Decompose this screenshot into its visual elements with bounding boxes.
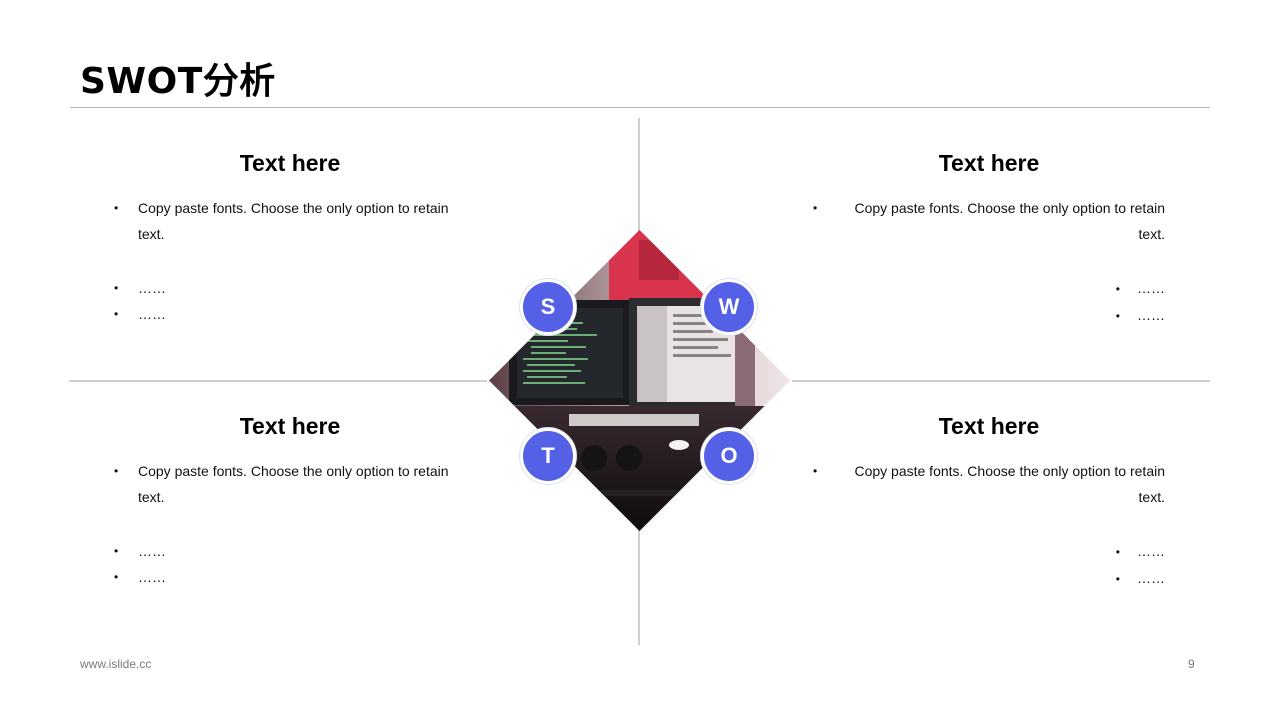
strengths-bullet-3: ……: [114, 301, 466, 327]
title-divider: [70, 107, 1210, 108]
threats-bullet-1: Copy paste fonts. Choose the only option…: [114, 458, 466, 510]
desk-monitors-image: [489, 230, 790, 531]
strengths-bullet-list: Copy paste fonts. Choose the only option…: [114, 195, 466, 327]
weaknesses-bullet-2: •……: [813, 275, 1165, 302]
opportunities-bullet-2: •……: [813, 538, 1165, 565]
page-number: 9: [1188, 657, 1195, 671]
footer-url: www.islide.cc: [80, 657, 151, 671]
opportunities-bullet-list: •Copy paste fonts. Choose the only optio…: [813, 458, 1165, 592]
strengths-heading: Text here: [180, 149, 400, 177]
opportunities-badge: O: [701, 428, 757, 484]
threats-bullet-list: Copy paste fonts. Choose the only option…: [114, 458, 466, 590]
weaknesses-bullet-list: •Copy paste fonts. Choose the only optio…: [813, 195, 1165, 329]
center-diamond-photo: [489, 230, 790, 531]
slide-title: SWOT分析: [80, 60, 276, 104]
horizontal-divider-left: [69, 380, 487, 382]
opportunities-bullet-3: •……: [813, 565, 1165, 592]
threats-heading: Text here: [180, 412, 400, 440]
weaknesses-bullet-1: •Copy paste fonts. Choose the only optio…: [813, 195, 1165, 247]
strengths-bullet-1: Copy paste fonts. Choose the only option…: [114, 195, 466, 247]
threats-badge: T: [520, 428, 576, 484]
strengths-badge: S: [520, 279, 576, 335]
threats-bullet-3: ……: [114, 564, 466, 590]
opportunities-heading: Text here: [879, 412, 1099, 440]
threats-bullet-2: ……: [114, 538, 466, 564]
opportunities-bullet-1: •Copy paste fonts. Choose the only optio…: [813, 458, 1165, 510]
strengths-bullet-2: ……: [114, 275, 466, 301]
weaknesses-heading: Text here: [879, 149, 1099, 177]
horizontal-divider-right: [792, 380, 1210, 382]
weaknesses-bullet-3: •……: [813, 302, 1165, 329]
weaknesses-badge: W: [701, 279, 757, 335]
